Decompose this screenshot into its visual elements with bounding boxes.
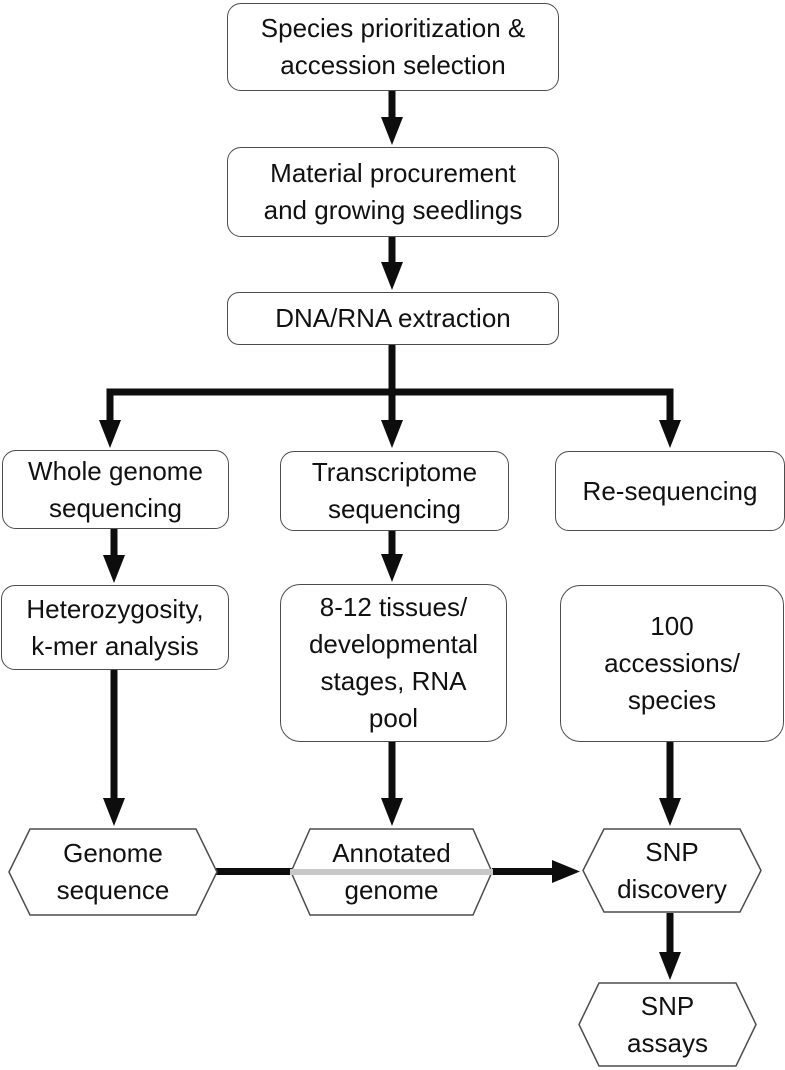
- node-species-prioritization: Species prioritization & accession selec…: [227, 3, 559, 91]
- node-whole-genome-sequencing-label: Whole genome sequencing: [28, 455, 203, 523]
- node-tissues-rna-pool: 8-12 tissues/ developmental stages, RNA …: [280, 584, 507, 742]
- node-genome-sequence-label: Genome sequence: [56, 838, 170, 905]
- node-annotated-genome: Annotated genome: [290, 828, 493, 916]
- line-genome-sequence-to-annotated: [216, 868, 292, 875]
- arrow-snp-discovery-to-assays: [659, 913, 681, 980]
- node-transcriptome-sequencing-label: Transcriptome sequencing: [311, 457, 478, 524]
- node-snp-assays: SNP assays: [578, 982, 757, 1067]
- node-re-sequencing: Re-sequencing: [555, 451, 785, 531]
- node-snp-discovery-label: SNP discovery: [617, 836, 727, 904]
- arrow-extraction-to-transcriptome: [381, 343, 403, 448]
- node-genome-sequence: Genome sequence: [8, 828, 218, 916]
- node-species-prioritization-label: Species prioritization & accession selec…: [260, 13, 526, 80]
- annotated-genome-stripe: [290, 869, 493, 875]
- node-heterozygosity-kmer-label: Heterozygosity, k-mer analysis: [26, 593, 204, 661]
- arrow-transcriptome-to-tissues: [381, 529, 403, 582]
- node-tissues-rna-pool-label: 8-12 tissues/ developmental stages, RNA …: [308, 592, 479, 733]
- node-snp-discovery: SNP discovery: [582, 828, 762, 913]
- arrow-extraction-to-resequencing: [659, 390, 681, 448]
- arrow-heterozygosity-to-genome-sequence: [103, 668, 125, 826]
- arrow-material-to-extraction: [381, 235, 403, 290]
- node-dna-rna-extraction-label: DNA/RNA extraction: [275, 303, 511, 333]
- arrow-tissues-to-annotated-genome: [381, 740, 403, 826]
- node-material-procurement: Material procurement and growing seedlin…: [227, 147, 559, 237]
- hexagon-shape: [578, 982, 757, 1067]
- hexagon-shape: [582, 828, 762, 913]
- arrow-wgs-to-heterozygosity: [103, 527, 125, 583]
- node-accessions-species: 100 accessions/ species: [560, 585, 784, 742]
- arrow-annotated-to-snp-discovery: [492, 860, 580, 883]
- node-snp-assays-label: SNP assays: [627, 990, 708, 1058]
- node-heterozygosity-kmer: Heterozygosity, k-mer analysis: [1, 585, 229, 670]
- node-material-procurement-label: Material procurement and growing seedlin…: [263, 158, 523, 225]
- arrow-accessions-to-snp-discovery: [659, 740, 681, 826]
- node-transcriptome-sequencing: Transcriptome sequencing: [280, 451, 509, 531]
- node-whole-genome-sequencing: Whole genome sequencing: [2, 450, 229, 529]
- hexagon-shape: [8, 828, 218, 916]
- node-annotated-genome-label: Annotated genome: [332, 838, 451, 905]
- node-re-sequencing-label: Re-sequencing: [582, 475, 758, 506]
- node-dna-rna-extraction: DNA/RNA extraction: [227, 292, 559, 345]
- arrow-extraction-to-whole-genome: [99, 390, 121, 448]
- arrow-species-to-material: [381, 89, 403, 145]
- node-accessions-species-label: 100 accessions/ species: [604, 611, 740, 715]
